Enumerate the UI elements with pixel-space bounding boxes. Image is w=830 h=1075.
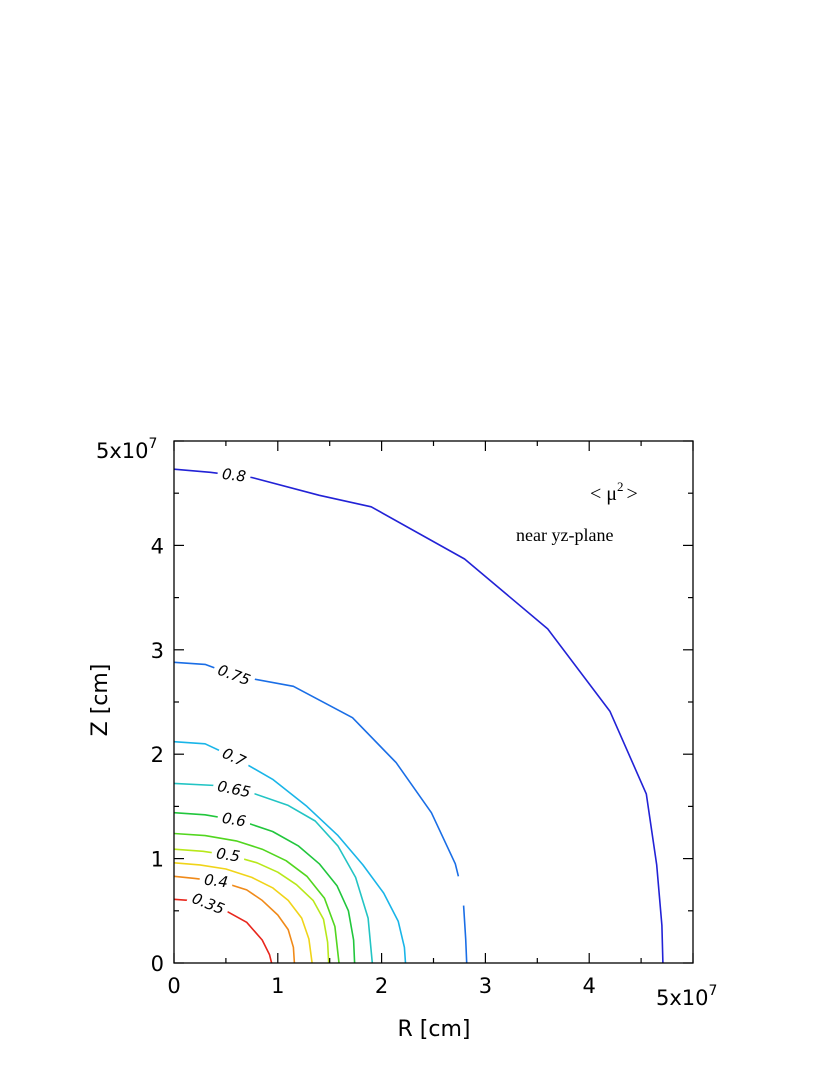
y-tick-label: 0 [151, 952, 164, 976]
x-axis-max-label: 5x107 [656, 983, 717, 1010]
x-tick-label: 0 [167, 974, 180, 998]
axis-tick-labels: 0 1 2 3 4 0 1 2 3 4 [151, 534, 596, 998]
contour-label-backing [216, 463, 252, 486]
contour-label-group: 0.8 [216, 463, 252, 486]
contour-label-backing [211, 775, 257, 802]
quantity-annotation: < μ2> [590, 479, 638, 505]
y-tick-label: 3 [151, 639, 164, 663]
y-tick-label: 2 [151, 743, 164, 767]
x-tick-label: 2 [375, 974, 388, 998]
x-axis-label: R [cm] [398, 1017, 471, 1042]
x-tick-label: 3 [479, 974, 492, 998]
contour-label: 0.6 [221, 809, 248, 831]
y-axis-max-label: 5x107 [96, 436, 157, 463]
y-axis-label: Z [cm] [88, 664, 113, 737]
contour-label-backing [210, 842, 246, 866]
axis-ticks [173, 440, 694, 964]
contour-label-backing [216, 807, 252, 831]
contour-label: 0.5 [215, 844, 241, 865]
y-tick-label: 1 [151, 848, 164, 872]
contour-label-backing [215, 741, 254, 772]
contour-line [173, 862, 313, 964]
contour-label-group: 0.6 [216, 807, 252, 831]
contour-label-backing [198, 869, 234, 891]
contour-line [462, 905, 468, 964]
contour-label-backing [185, 886, 232, 919]
contour-label-group: 0.4 [198, 869, 234, 892]
contour-label: 0.8 [221, 465, 247, 486]
x-tick-label: 1 [271, 974, 284, 998]
x-tick-label: 4 [583, 974, 596, 998]
contour-label-group: 0.5 [210, 842, 246, 866]
contour-label-backing [211, 658, 258, 690]
contour-label: 0.4 [203, 871, 229, 892]
plane-annotation: near yz-plane [516, 525, 613, 545]
contour-line [173, 832, 340, 964]
y-tick-label: 4 [151, 534, 164, 558]
